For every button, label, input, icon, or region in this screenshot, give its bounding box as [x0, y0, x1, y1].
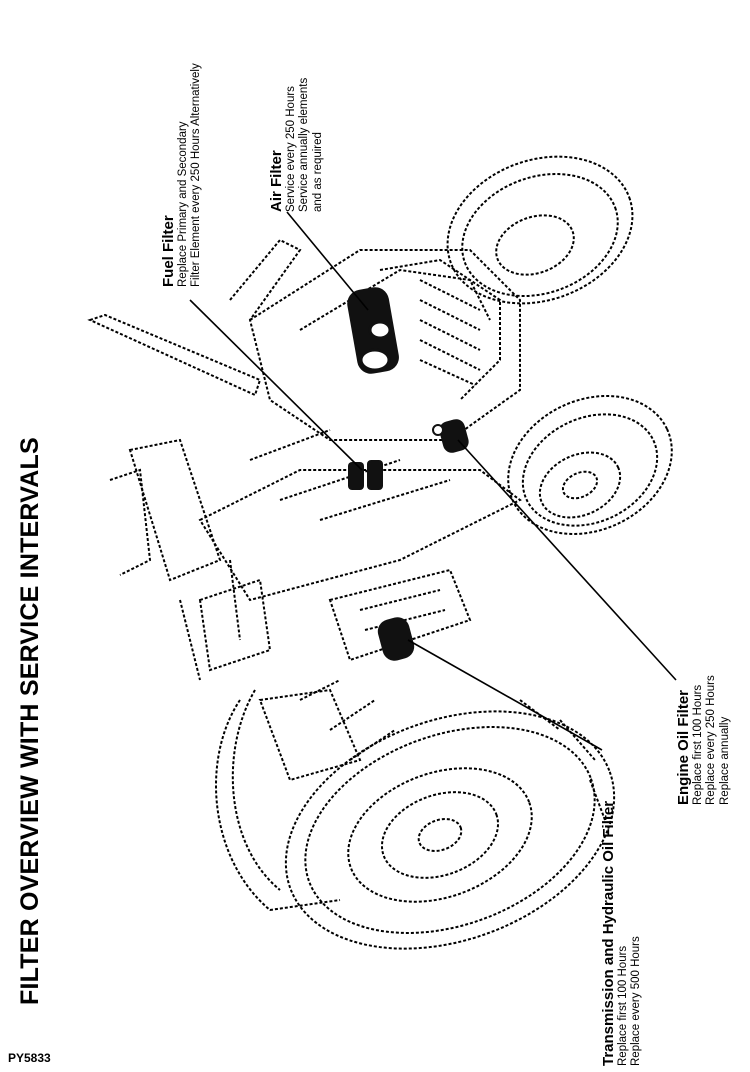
- engine-oil-filter-line-1: Replace first 100 Hours: [692, 684, 705, 805]
- transmission-filter-title: Transmission and Hydraulic Oil Filter: [600, 800, 617, 1066]
- air-filter-line-1: Service every 250 Hours: [285, 86, 298, 212]
- fuel-filter-callout: Fuel Filter Replace Primary and Secondar…: [160, 63, 204, 287]
- transmission-filter-shape: [377, 617, 415, 661]
- air-filter-leader: [286, 211, 369, 311]
- rear-wheel: [284, 679, 616, 950]
- engine-oil-filter-callout: Engine Oil Filter Replace first 100 Hour…: [675, 675, 732, 805]
- engine-oil-filter-leader: [457, 439, 677, 681]
- fuel-filter-leader: [189, 299, 363, 471]
- transmission-filter-leader: [407, 639, 603, 751]
- fuel-filter-shape: [348, 460, 383, 490]
- fuel-filter-title: Fuel Filter: [160, 215, 177, 287]
- air-filter-title: Air Filter: [268, 150, 285, 212]
- drivetrain: [258, 568, 472, 782]
- fuel-filter-line-2: Filter Element every 250 Hours Alternati…: [190, 63, 203, 287]
- front-wheel-near: [507, 395, 673, 535]
- transmission-filter-line-2: Replace every 500 Hours: [630, 936, 643, 1066]
- air-filter-line-3: and as required: [311, 132, 324, 212]
- rear-wheel-far: [215, 689, 341, 912]
- transmission-filter-callout: Transmission and Hydraulic Oil Filter Re…: [600, 801, 644, 1066]
- fuel-filter-line-1: Replace Primary and Secondary: [177, 121, 190, 287]
- engine-oil-filter-title: Engine Oil Filter: [675, 689, 692, 805]
- front-wheel-far: [446, 155, 634, 305]
- engine-hood: [248, 249, 521, 441]
- engine-oil-filter-shape: [432, 419, 469, 453]
- transmission-filter-line-1: Replace first 100 Hours: [617, 945, 630, 1066]
- engine-oil-filter-line-2: Replace every 250 Hours: [705, 675, 718, 805]
- figure-id: PY5833: [8, 1051, 51, 1065]
- air-filter-line-2: Service annually elements: [298, 77, 311, 212]
- engine-oil-filter-line-3: Replace annually: [718, 716, 731, 805]
- operator-station: [109, 438, 272, 681]
- air-filter-callout: Air Filter Service every 250 Hours Servi…: [268, 78, 325, 212]
- air-filter-shape: [347, 287, 399, 374]
